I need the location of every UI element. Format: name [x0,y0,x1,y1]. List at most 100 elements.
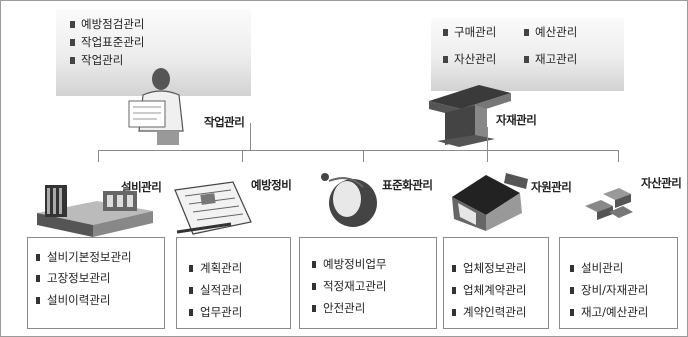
list-item: 장비/자재관리 [570,282,648,298]
list-item-label: 설비관리 [581,261,624,275]
list-item-label: 구매관리 [454,25,497,39]
bullet-icon [36,297,40,305]
list-item-label: 계약인력관리 [463,305,527,319]
category-label: 설비관리 [121,180,162,194]
list-item-label: 예방점검관리 [81,17,145,31]
list-item: 안전관리 [312,300,386,316]
connector-line [98,150,99,162]
list-item-label: 재고/예산관리 [581,305,649,319]
bullet-icon [570,287,574,294]
list-item: 재고/예산관리 [570,304,648,320]
list-item: 설비이력관리 [36,292,161,308]
bullet-item: 구매관리 [443,25,497,39]
worker-illustration [128,68,184,145]
bullet-icon [36,275,40,283]
connector-line [363,150,364,162]
blueprint-illustration [174,181,252,235]
list: 예방정비업무 적정재고관리 안전관리 [312,256,386,322]
bullet-icon [189,265,193,272]
bullet-item: 예산관리 [524,25,578,39]
list-item-label: 안전관리 [323,301,366,315]
category-label: 표준화관리 [382,178,433,192]
connector-line [618,150,619,162]
connector-line [250,123,251,151]
list-item-label: 업체계약관리 [463,283,527,297]
bullet-icon [70,39,75,46]
list-item-label: 업체정보관리 [463,261,527,275]
bullet-icon [452,287,456,294]
list-item: 설비기본정보관리 [36,248,161,266]
category-label: 자산관리 [641,176,682,190]
bullet-item: 작업표준관리 [70,35,145,49]
maintenance-globe-illustration [321,173,377,227]
bullet-icon [443,29,448,36]
list: 계획관리 실적관리 업무관리 [189,260,242,326]
bullet-icon [570,265,574,272]
bullet-icon [312,283,316,290]
list: 설비관리 장비/자재관리 재고/예산관리 [570,260,648,326]
list-item-label: 예방정비업무 [323,257,387,271]
bullet-item: 작업관리 [70,53,124,67]
list-item: 계약인력관리 [452,304,526,320]
bullet-icon [70,57,75,64]
list-item: 업무관리 [189,304,242,320]
list-item-label: 자산관리 [454,52,497,66]
asset-blocks-illustration [585,188,633,220]
list-item: 업체정보관리 [452,260,526,276]
bullet-icon [36,254,40,261]
bullet-icon [452,265,456,272]
bullet-icon [70,21,75,28]
list-item: 계획관리 [189,260,242,276]
list-item-label: 예산관리 [535,25,578,39]
category-label: 예방정비 [251,178,292,192]
work-management-title: 작업관리 [204,115,245,129]
asset-management-box: 설비관리 장비/자재관리 재고/예산관리 [559,237,678,329]
list-item-label: 재고관리 [535,52,578,66]
bullet-icon [524,56,529,63]
list-item: 업체계약관리 [452,282,526,298]
list: 설비기본정보관리 고장정보관리 설비이력관리 [36,248,161,314]
bullet-icon [524,29,529,36]
list-item-label: 작업표준관리 [81,35,145,49]
steel-beam-illustration [429,85,511,147]
resource-management-box: 업체정보관리 업체계약관리 계약인력관리 [443,237,549,329]
standardization-box: 예방정비업무 적정재고관리 안전관리 [299,237,437,329]
material-management-title: 자재관리 [496,113,537,127]
connector-line [98,150,619,151]
list-item-label: 장비/자재관리 [581,283,649,297]
material-management-panel: 구매관리 예산관리 자산관리 재고관리 [431,18,624,91]
connector-line [487,150,488,162]
preventive-maintenance-box: 계획관리 실적관리 업무관리 [176,237,291,329]
bullet-item: 예방점검관리 [70,17,145,31]
bullet-icon [189,287,193,294]
facility-management-box: 설비기본정보관리 고장정보관리 설비이력관리 [27,237,165,329]
list: 업체정보관리 업체계약관리 계약인력관리 [452,260,526,326]
list-item: 예방정비업무 [312,256,386,272]
list-item: 실적관리 [189,282,242,298]
list-item-label: 설비기본정보관리 [47,250,132,264]
connector-line [487,127,488,151]
list-item-label: 실적관리 [200,283,243,297]
bullet-item: 재고관리 [524,52,578,66]
list-item-label: 적정재고관리 [323,279,387,293]
connector-line [242,150,243,162]
bullet-icon [443,56,448,63]
list-item: 적정재고관리 [312,278,386,294]
bullet-item: 자산관리 [443,52,497,66]
list-item-label: 업무관리 [200,305,243,319]
factory-building-illustration [37,185,153,237]
category-label: 자원관리 [531,180,572,194]
bullet-icon [570,309,574,316]
bullet-icon [312,261,316,268]
list-item: 설비관리 [570,260,648,276]
house-illustration [452,173,528,231]
bullet-icon [312,305,316,312]
list-item-label: 작업관리 [81,53,124,67]
list-item-label: 설비이력관리 [47,293,111,308]
list-item: 고장정보관리 [36,270,161,286]
bullet-icon [189,309,193,316]
bullet-icon [452,309,456,316]
list-item-label: 고장정보관리 [47,271,111,286]
list-item-label: 계획관리 [200,261,243,275]
